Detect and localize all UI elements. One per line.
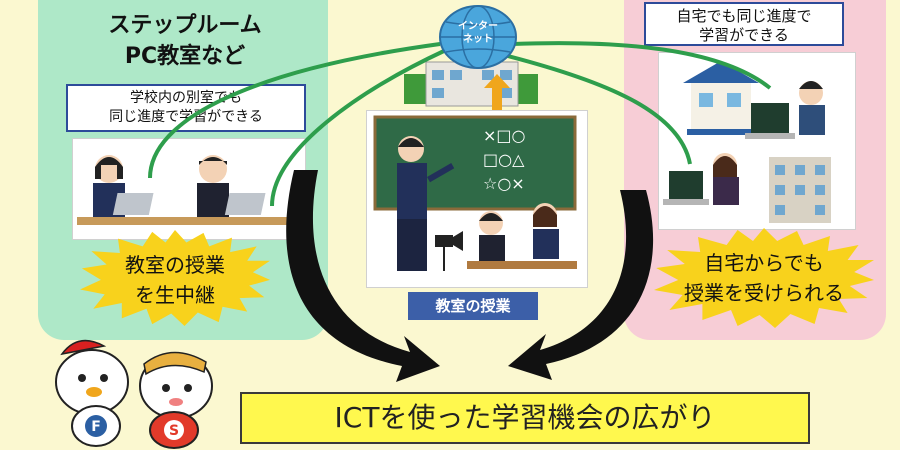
- classroom-scene-icon: ×□○ □○△ ☆○×: [373, 115, 577, 271]
- right-burst-line1: 自宅からでも: [704, 251, 824, 275]
- right-burst-text: 自宅からでも 授業を受けられる: [654, 248, 874, 308]
- left-burst-line1: 教室の授業: [125, 253, 225, 277]
- apartment-icon: [769, 157, 831, 223]
- mascot-right-icon: S: [139, 351, 213, 449]
- curved-arrow-icon: [508, 190, 654, 380]
- left-panel-title: ステップルーム PC教室など: [70, 10, 300, 72]
- left-students-illustration: [72, 138, 306, 240]
- classroom-illustration: ×□○ □○△ ☆○×: [366, 110, 588, 288]
- left-callout: 学校内の別室でも 同じ進度で学習ができる: [66, 84, 306, 132]
- left-title-line2: PC教室など: [124, 44, 246, 69]
- globe-label: インター ネット: [440, 20, 516, 46]
- bottom-banner: ICTを使った学習機会の広がり: [240, 392, 810, 444]
- globe-icon: [439, 5, 517, 69]
- curved-arrow-icon: [286, 170, 440, 382]
- right-callout-line2: 学習ができる: [699, 26, 789, 44]
- mascot-letter-f: F: [91, 419, 101, 435]
- school-building-icon: [404, 47, 538, 107]
- right-callout: 自宅でも同じ進度で 学習ができる: [644, 2, 844, 46]
- mascot-left-icon: F: [55, 339, 129, 447]
- students-with-laptops-icon: [77, 155, 301, 225]
- right-burst-line2: 授業を受けられる: [684, 281, 844, 305]
- house-icon: [683, 61, 759, 135]
- home-scene-icon: [663, 61, 831, 223]
- right-home-illustration: [658, 52, 856, 230]
- right-callout-line1: 自宅でも同じ進度で: [676, 7, 812, 25]
- mascot-letter-s: S: [169, 423, 179, 439]
- svg-text:□○△: □○△: [483, 150, 525, 169]
- left-callout-line2: 同じ進度で学習ができる: [109, 109, 263, 125]
- svg-text:☆○×: ☆○×: [483, 174, 525, 193]
- video-camera-icon: [435, 231, 463, 271]
- svg-text:×□○: ×□○: [483, 126, 526, 145]
- mascots: F S: [55, 339, 213, 449]
- globe-label-line1: インター: [458, 21, 498, 32]
- left-burst-line2: を生中継: [135, 283, 215, 307]
- globe-label-line2: ネット: [463, 34, 493, 45]
- left-burst-text: 教室の授業 を生中継: [80, 250, 270, 310]
- up-arrow-icon: [484, 74, 510, 110]
- left-title-line1: ステップルーム: [108, 13, 262, 38]
- classroom-label: 教室の授業: [408, 292, 538, 320]
